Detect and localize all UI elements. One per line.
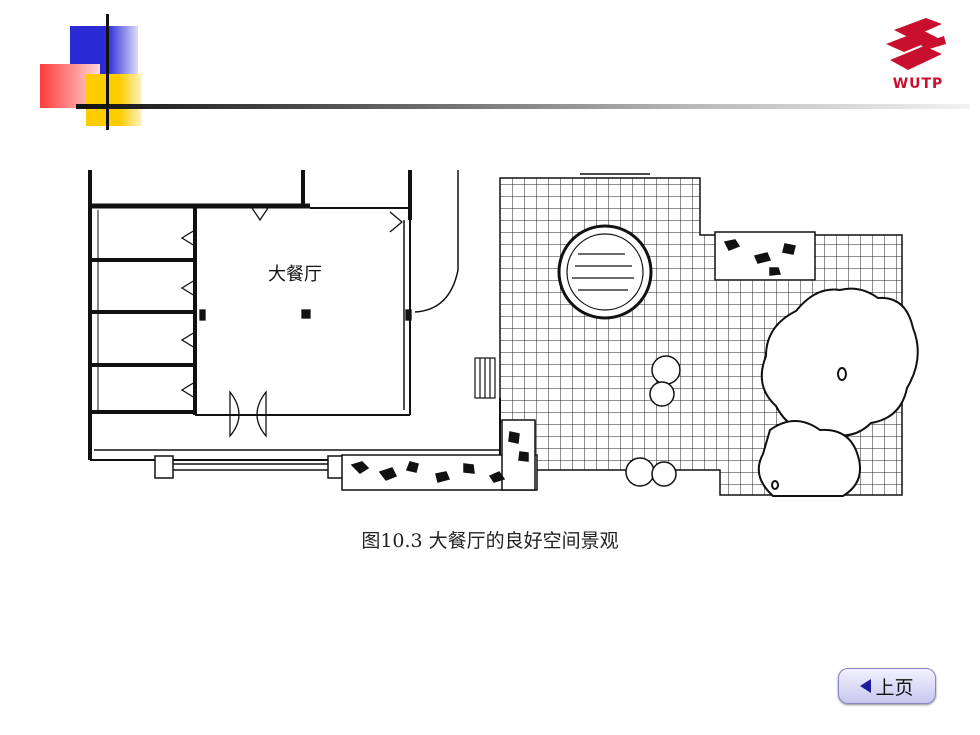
stone-planters [341, 231, 816, 491]
room-label: 大餐厅 [268, 264, 322, 285]
prev-page-button[interactable]: 上页 [838, 668, 936, 704]
header-vertical-rule [106, 14, 109, 130]
building-walls [88, 170, 501, 479]
left-triangle-icon [860, 679, 872, 693]
tree-canopy [757, 287, 919, 497]
floor-plan-diagram [88, 170, 919, 497]
door-symbols [180, 207, 412, 438]
prev-page-label: 上页 [875, 676, 914, 699]
wutp-logo-icon [886, 18, 946, 70]
yellow-square [86, 74, 142, 126]
header-rule [76, 104, 970, 109]
round-pool [557, 224, 653, 320]
logo-text: WUTP [892, 76, 944, 92]
figure-caption: 图10.3 大餐厅的良好空间景观 [361, 530, 619, 552]
steps [474, 357, 496, 399]
shrubs [625, 355, 681, 487]
